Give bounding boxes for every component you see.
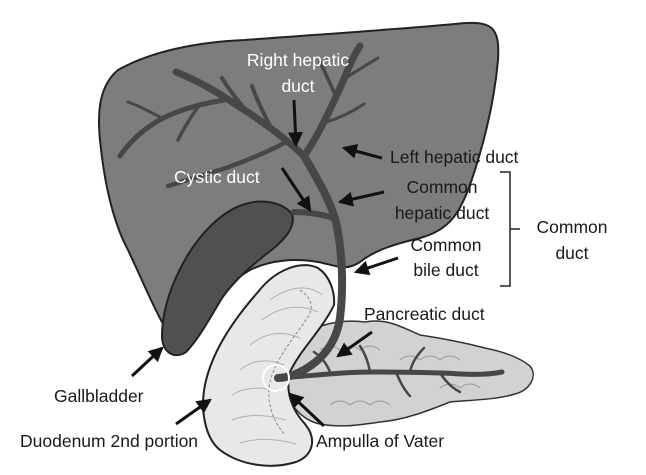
label-ampulla-of-vater: Ampulla of Vater [316, 431, 444, 451]
label-common-duct-line1: Common [537, 217, 608, 237]
label-common-bile-line1: Common [411, 235, 482, 255]
label-common-hepatic-line2: hepatic duct [395, 203, 490, 223]
pointer-arrows [130, 99, 399, 428]
ampulla-circle [262, 364, 290, 392]
label-duodenum-2nd-portion: Duodenum 2nd portion [20, 431, 198, 451]
label-cystic-duct: Cystic duct [174, 167, 260, 187]
arrow-ampulla [288, 392, 326, 428]
label-pancreatic-duct: Pancreatic duct [364, 304, 485, 324]
arrow-gallbladder [130, 346, 164, 378]
gallbladder [160, 200, 294, 357]
duodenum-folds [231, 287, 323, 445]
arrow-left-hepatic [341, 143, 383, 160]
duodenum-mucosa-line [268, 289, 312, 436]
arrow-right-hepatic [287, 99, 303, 148]
label-left-hepatic-duct: Left hepatic duct [390, 147, 519, 167]
arrow-duodenum [175, 398, 212, 426]
label-common-hepatic-line1: Common [407, 177, 478, 197]
arrow-pancreatic [336, 330, 373, 358]
label-gallbladder: Gallbladder [54, 386, 144, 406]
label-common-bile-line2: bile duct [413, 260, 478, 280]
duodenum [202, 264, 336, 467]
bile-ducts [117, 42, 505, 398]
label-common-duct-line2: duct [555, 243, 588, 263]
arrow-common-bile [353, 256, 399, 276]
arrow-cystic [280, 167, 312, 212]
label-right-hepatic-line2: duct [281, 76, 314, 96]
common-duct-bracket [500, 171, 520, 287]
label-right-hepatic-line1: Right hepatic [247, 50, 349, 70]
arrow-common-hepatic [337, 190, 385, 207]
